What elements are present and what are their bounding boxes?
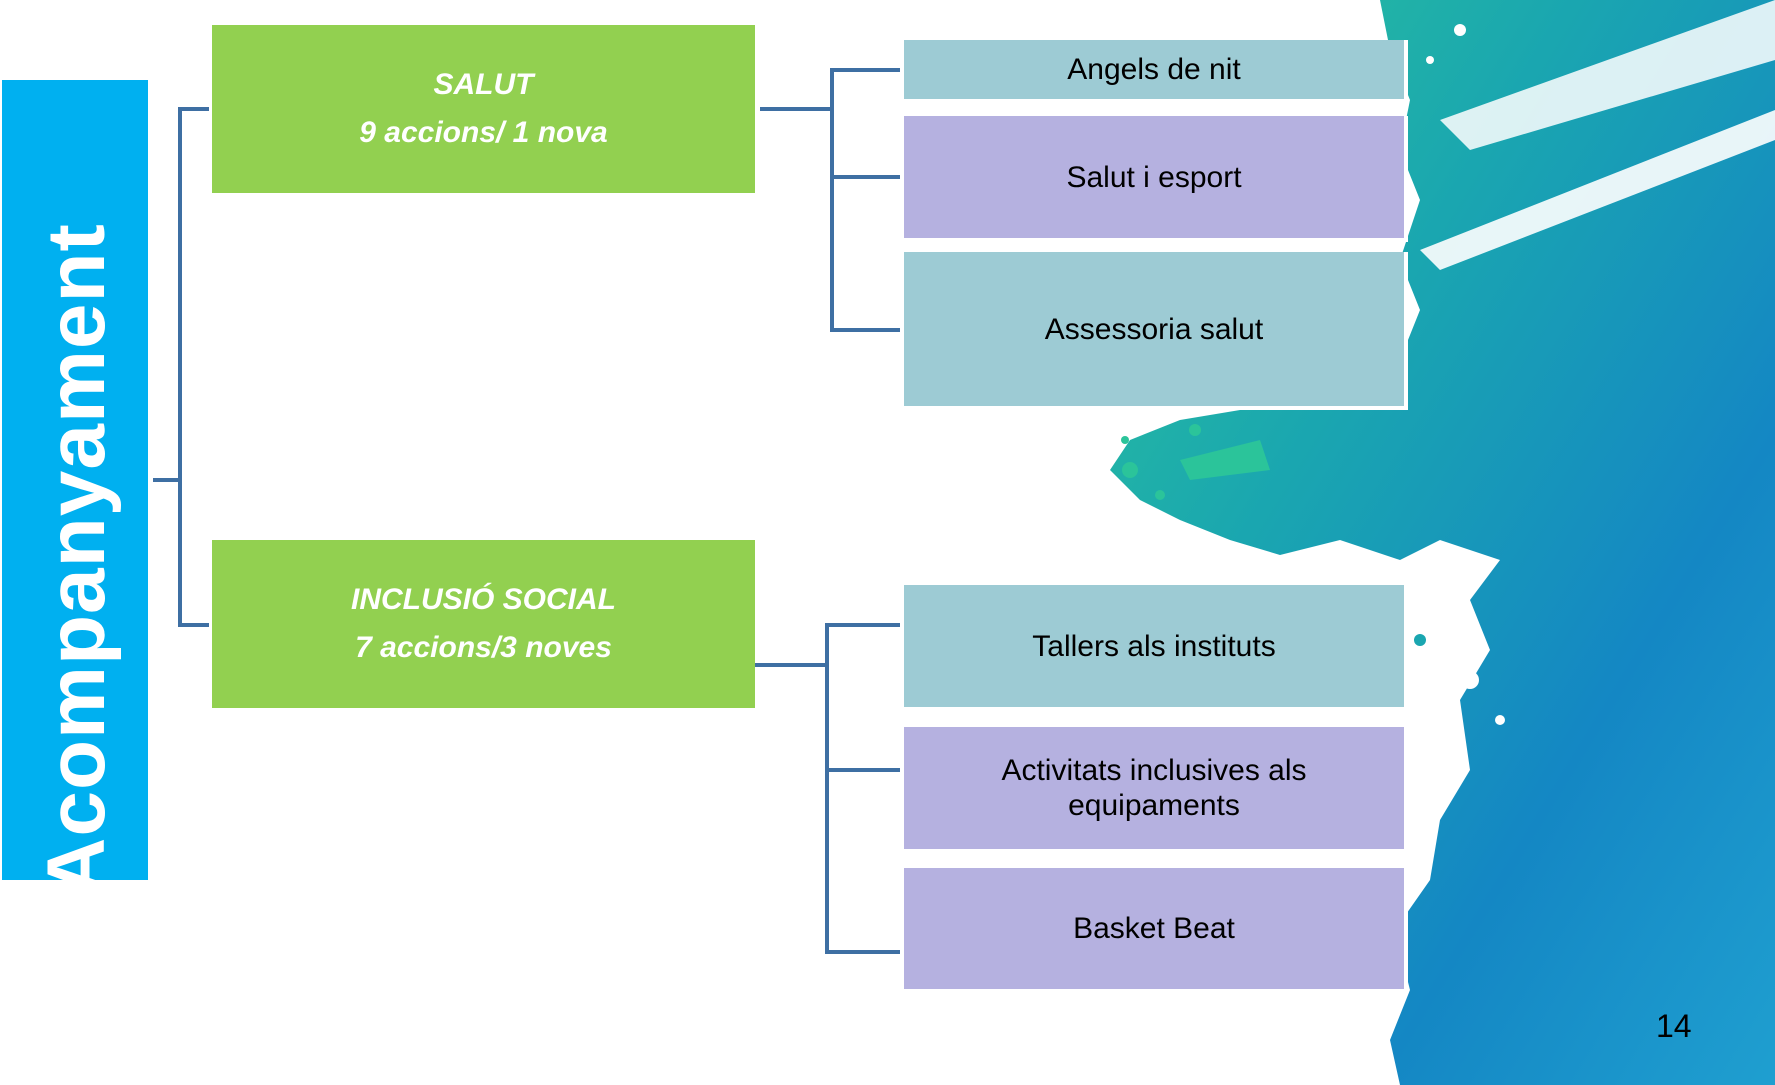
root-label: Acompanyament (31, 223, 122, 897)
category-inclusio-title: INCLUSIÓ SOCIAL (350, 583, 616, 616)
action-assessoria-salut: Assessoria salut (904, 252, 1408, 410)
action-angels-de-nit: Angels de nit (904, 40, 1408, 103)
category-salut-subtitle: 9 accions/ 1 nova (359, 116, 608, 149)
action-basket-beat: Basket Beat (904, 868, 1408, 993)
root-node: Acompanyament (2, 80, 148, 897)
category-inclusio-subtitle: 7 accions/3 noves (355, 631, 612, 664)
category-inclusio-social: INCLUSIÓ SOCIAL 7 accions/3 noves (212, 540, 755, 708)
action-tallers-als-instituts: Tallers als instituts (904, 585, 1408, 711)
action-activitats-inclusives: Activitats inclusives als equipaments (904, 727, 1408, 853)
page-number: 14 (1656, 1008, 1692, 1044)
category-salut: SALUT 9 accions/ 1 nova (212, 25, 755, 193)
action-salut-i-esport: Salut i esport (904, 116, 1408, 242)
category-salut-title: SALUT (433, 68, 534, 101)
